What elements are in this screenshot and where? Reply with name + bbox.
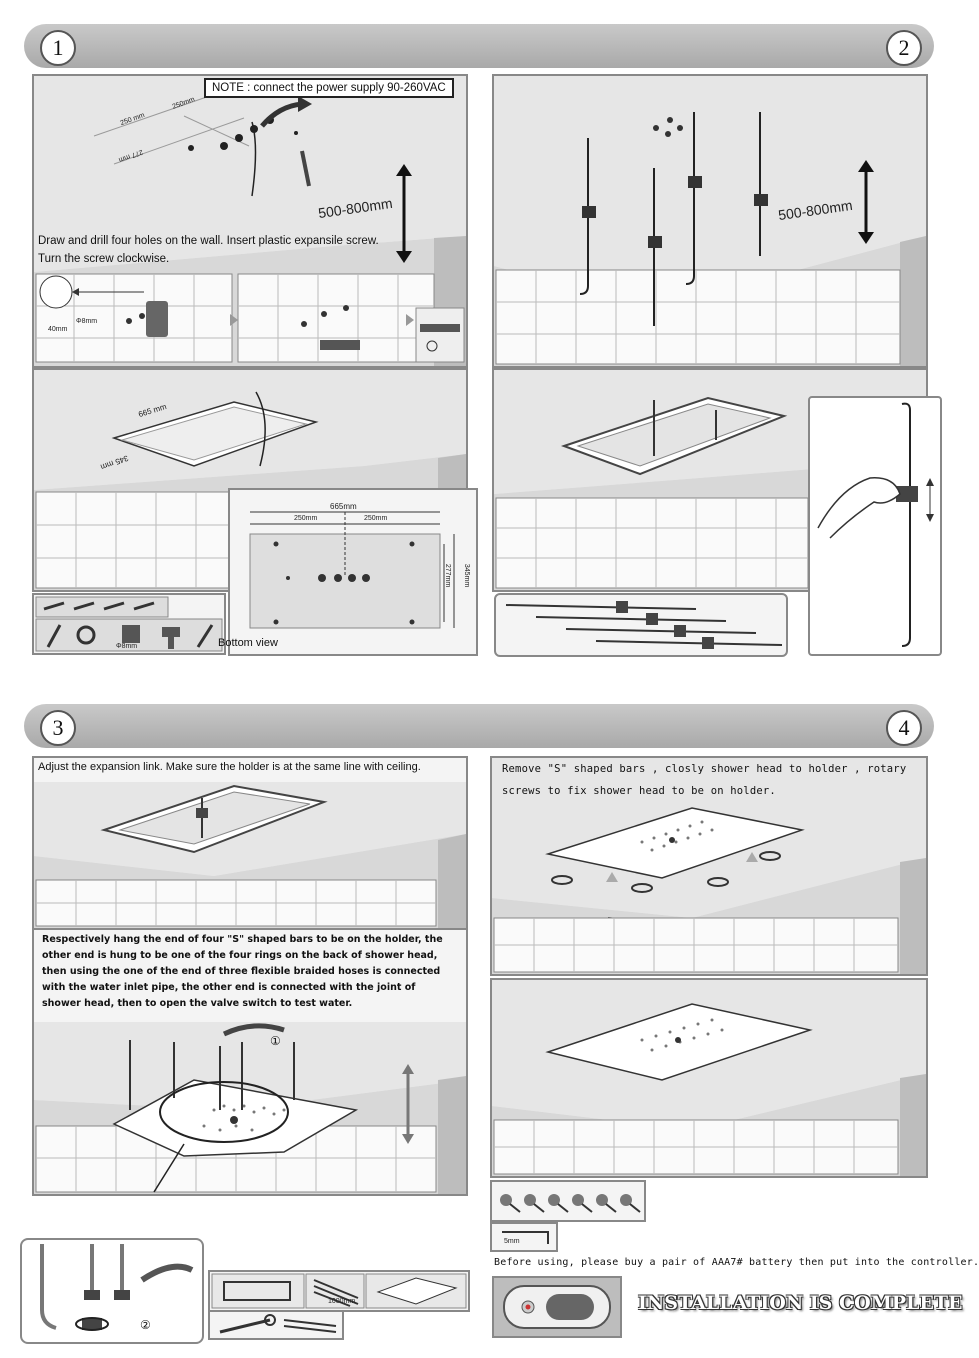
step3-holder-panel: Adjust the expansion link. Make sure the…	[32, 756, 468, 930]
bottom-view-panel: 665mm 250mm 250mm 345mm 277mm Bottom vie…	[218, 488, 478, 656]
hose-detail-panel: ②	[20, 1238, 204, 1344]
bv-dim-345: 345mm	[463, 563, 471, 588]
dim-8mm: Φ8mm	[76, 318, 98, 325]
fix-illustration	[492, 758, 926, 974]
step2-rods-panel: 500-800mm	[492, 74, 928, 368]
wrench-panel	[208, 1310, 344, 1340]
step-band-top	[24, 24, 934, 68]
s-bars-panel	[494, 593, 788, 657]
step3-marker-2: ②	[140, 1318, 151, 1332]
step-band-bottom	[24, 704, 934, 748]
wrench-illustration	[219, 1314, 337, 1334]
hex-key-panel: 5mm	[490, 1222, 558, 1252]
accessories-illustration	[211, 1273, 467, 1309]
rods-illustration	[494, 76, 926, 366]
step4-instruction-line1: Remove "S" shaped bars , closly shower h…	[502, 763, 907, 775]
power-supply-note: NOTE : connect the power supply 90-260VA…	[204, 78, 454, 98]
battery-note: Before using, please buy a pair of AAA7#…	[494, 1257, 979, 1268]
bv-dim-665: 665mm	[330, 502, 357, 511]
hand-adjust-illustration	[817, 402, 934, 647]
dim-40mm: 40mm	[48, 326, 68, 333]
ceiling-illustration	[34, 76, 466, 366]
bv-dim-250a: 250mm	[294, 515, 318, 522]
hose-detail-illustration	[40, 1244, 194, 1331]
step4-fix-panel: Remove "S" shaped bars , closly shower h…	[490, 756, 928, 976]
hex-key-illustration	[502, 1231, 549, 1244]
step3-instruction-body: Respectively hang the end of four "S" sh…	[42, 934, 443, 1009]
step3-instruction-top: Adjust the expansion link. Make sure the…	[38, 761, 421, 773]
accessories-panel: 1000mm	[208, 1270, 470, 1312]
hang-illustration	[34, 1022, 466, 1194]
screws-panel	[490, 1180, 646, 1222]
bv-dim-250b: 250mm	[364, 515, 388, 522]
step4-instruction-line2: screws to fix shower head to be on holde…	[502, 785, 776, 797]
step1-instruction-line1: Draw and drill four holes on the wall. I…	[38, 235, 379, 247]
step1-ceiling-panel: NOTE : connect the power supply 90-260VA…	[32, 74, 468, 368]
drill-bit-label: Φ8mm	[116, 643, 138, 650]
step-badge-3: 3	[40, 710, 76, 746]
step1-instruction-line2: Turn the screw clockwise.	[38, 253, 170, 265]
hand-adjust-panel	[808, 396, 942, 656]
hose-length-label: 1000mm	[328, 1298, 356, 1305]
bv-dim-277: 277mm	[444, 563, 452, 588]
tools-panel: Φ8mm	[32, 593, 226, 655]
remote-control-panel	[492, 1276, 622, 1338]
remote-control-illustration	[503, 1285, 611, 1329]
step-badge-4: 4	[886, 710, 922, 746]
hex-key-size: 5mm	[504, 1238, 520, 1245]
step-badge-1: 1	[40, 30, 76, 66]
s-bars-illustration	[505, 601, 783, 649]
step3-marker-1: ①	[270, 1034, 281, 1048]
installation-complete-banner: INSTALLATION IS COMPLETE	[638, 1292, 963, 1314]
tools-illustration	[35, 596, 223, 652]
bottom-view-illustration	[249, 511, 455, 629]
bottom-view-title: Bottom view	[218, 637, 278, 649]
installed-illustration	[492, 980, 926, 1176]
step3-hang-panel: Respectively hang the end of four "S" sh…	[32, 928, 468, 1196]
holder-illustration	[34, 782, 466, 928]
step-badge-2: 2	[886, 30, 922, 66]
step4-installed-panel	[490, 978, 928, 1178]
screws-illustration	[500, 1194, 641, 1213]
